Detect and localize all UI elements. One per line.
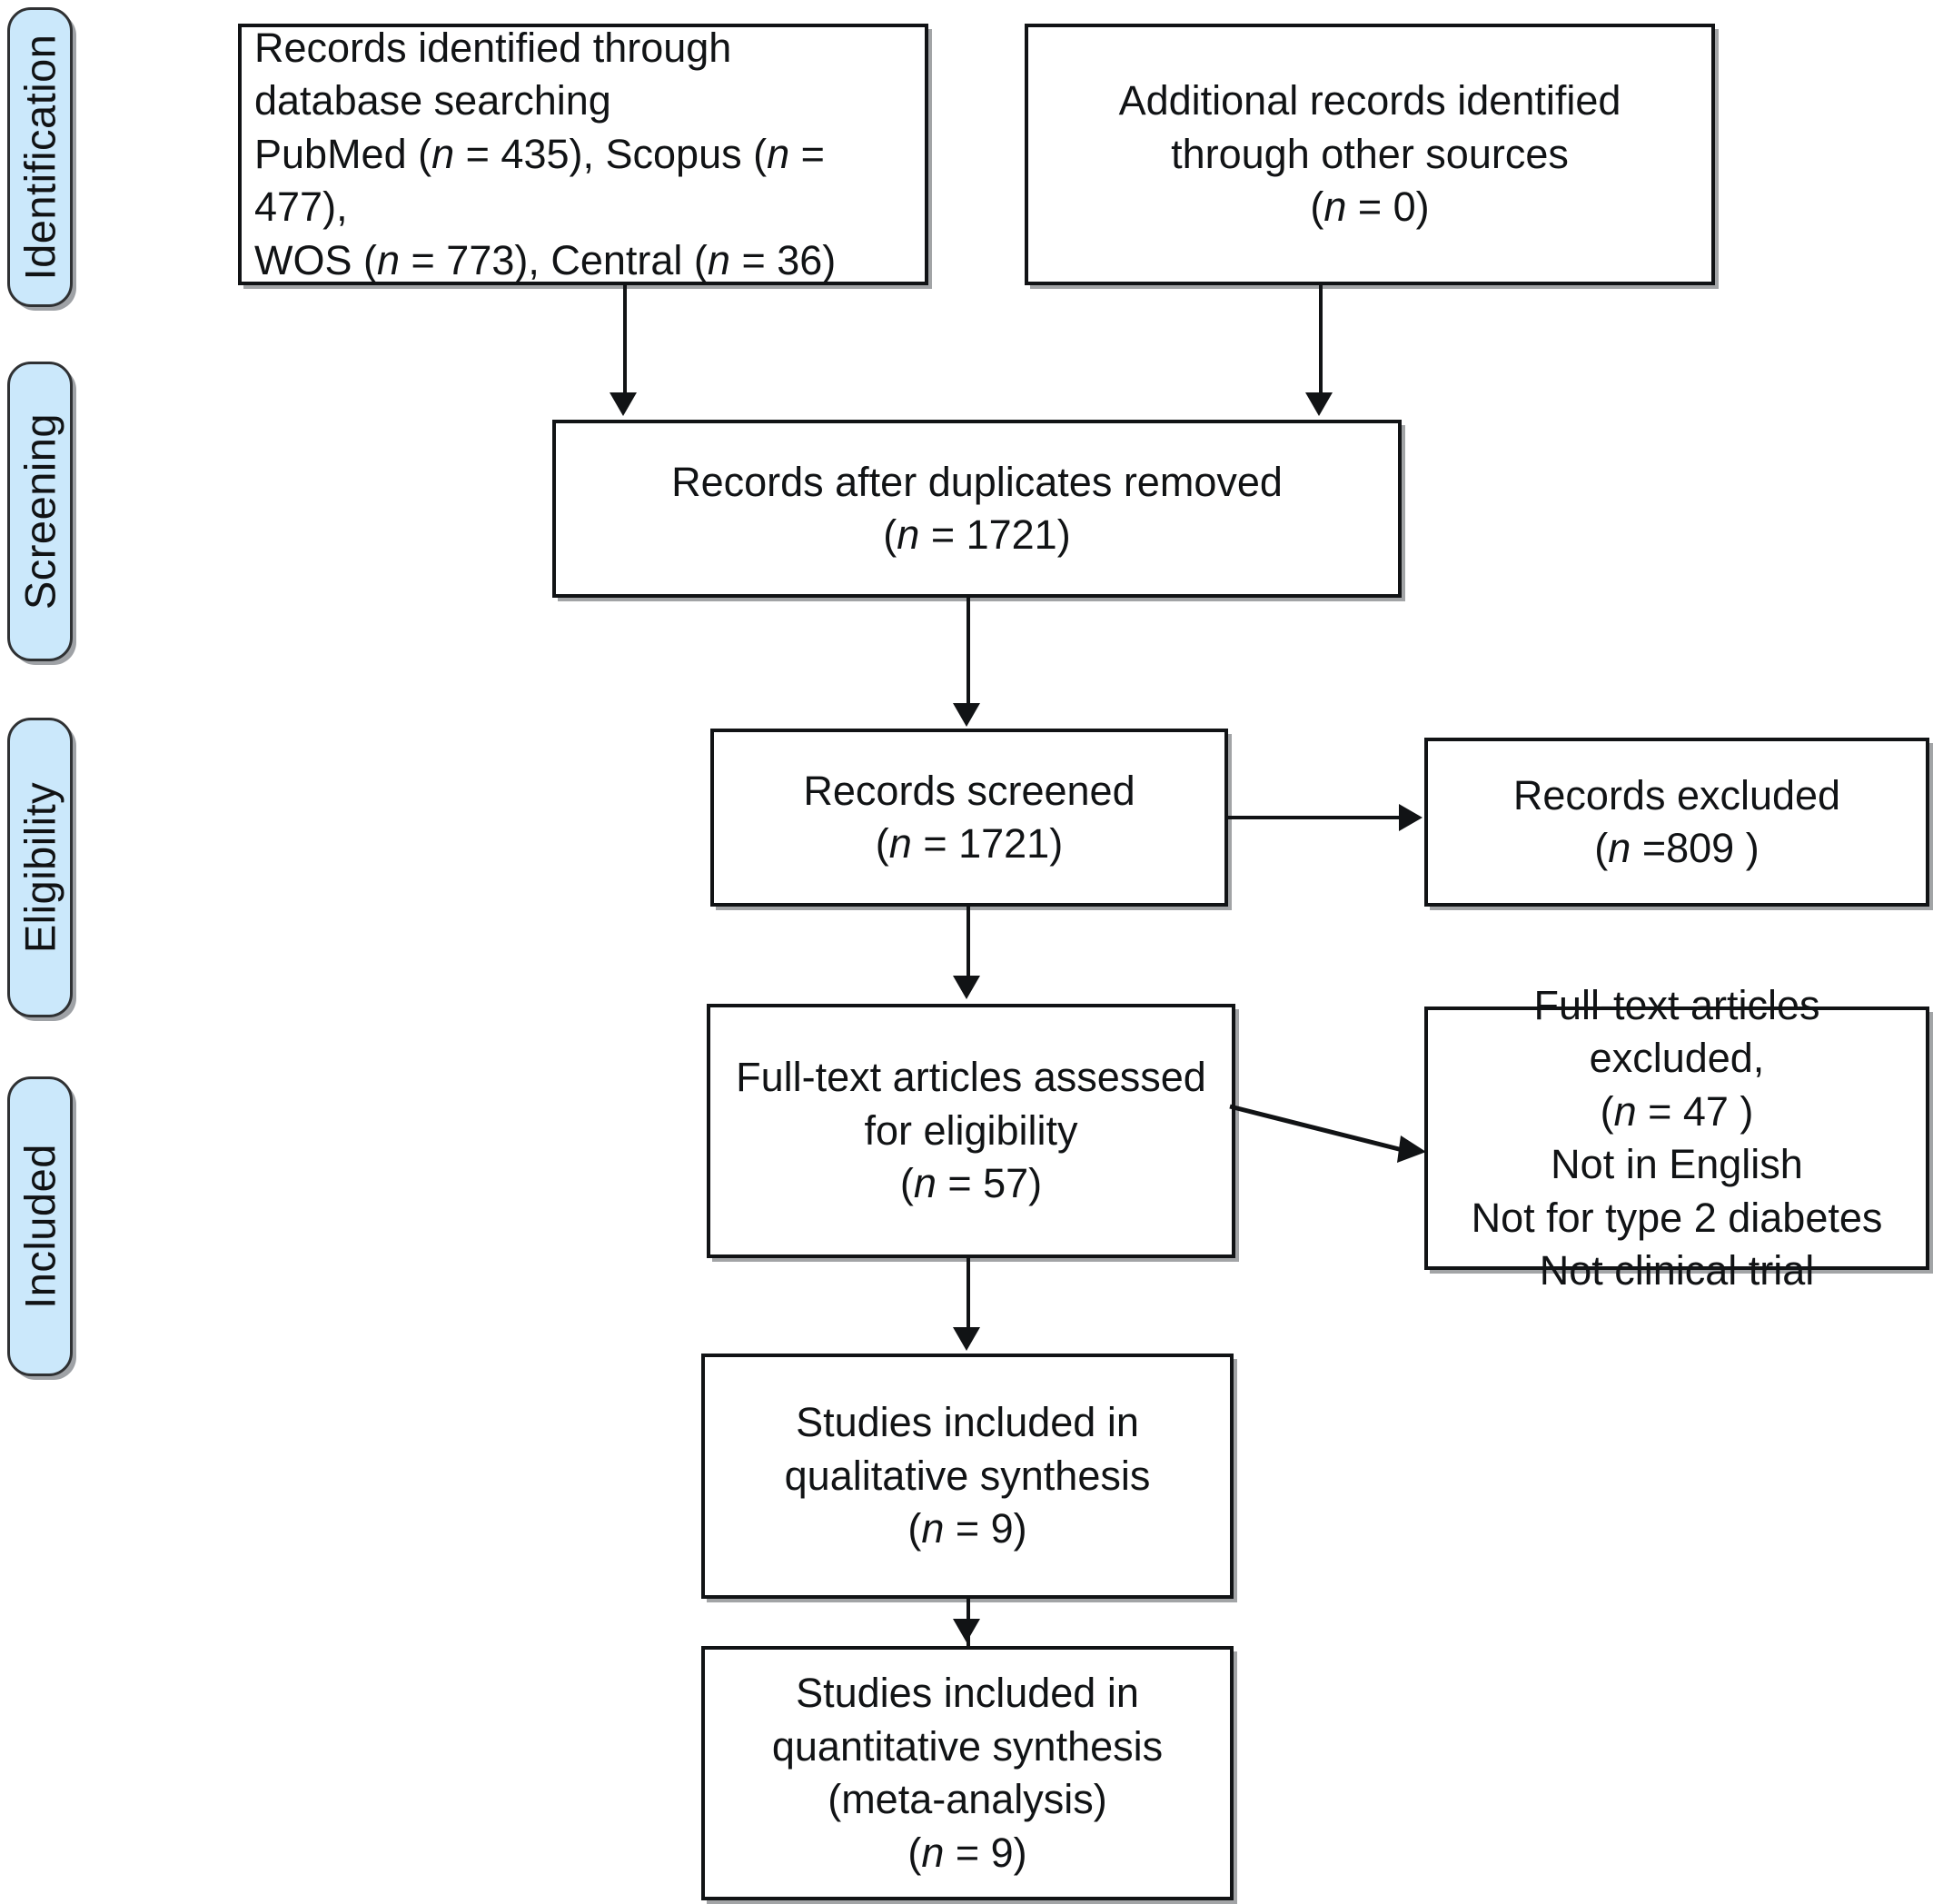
arrowhead-duplicates-to-screened bbox=[953, 703, 980, 727]
phase-bar-screening: Screening bbox=[7, 362, 73, 661]
box-records-excluded-text: Records excluded(n =809 ) bbox=[1512, 771, 1841, 872]
phase-bar-included: Included bbox=[7, 1076, 73, 1376]
box-records-screened-text: Records screened(n = 1721) bbox=[803, 767, 1135, 868]
connector-other-to-duplicates bbox=[1319, 285, 1323, 394]
connector-fulltext-to-qualitative bbox=[966, 1258, 970, 1329]
phase-label-identification: Identification bbox=[15, 34, 64, 281]
phase-bar-eligibility: Eligibility bbox=[7, 718, 73, 1017]
arrowhead-qualitative-to-quantitative bbox=[953, 1619, 980, 1642]
connector-screened-to-fulltext bbox=[966, 907, 970, 977]
arrowhead-screened-to-fulltext bbox=[953, 976, 980, 999]
box-records-excluded: Records excluded(n =809 ) bbox=[1424, 738, 1929, 907]
phase-label-eligibility: Eligibility bbox=[15, 781, 64, 954]
connector-fulltext-to-excluded bbox=[1229, 1104, 1426, 1163]
connector-database-to-duplicates bbox=[623, 285, 627, 394]
box-duplicates-removed: Records after duplicates removed(n = 172… bbox=[552, 420, 1402, 598]
phase-bar-identification: Identification bbox=[7, 7, 73, 307]
box-duplicates-removed-text: Records after duplicates removed(n = 172… bbox=[671, 458, 1283, 559]
connector-screened-to-excluded bbox=[1228, 816, 1401, 819]
phase-label-included: Included bbox=[15, 1144, 64, 1309]
box-fulltext-excluded-text: Full-text articles excluded,(n = 47 )Not… bbox=[1471, 981, 1883, 1294]
arrowhead-fulltext-to-qualitative bbox=[953, 1327, 980, 1351]
phase-label-screening: Screening bbox=[15, 412, 64, 610]
arrowhead-other-to-duplicates bbox=[1305, 392, 1333, 416]
arrowhead-screened-to-excluded bbox=[1399, 804, 1422, 831]
connector-duplicates-to-screened bbox=[966, 598, 970, 705]
arrowhead-database-to-duplicates bbox=[610, 392, 637, 416]
box-fulltext-excluded: Full-text articles excluded,(n = 47 )Not… bbox=[1424, 982, 1929, 1294]
box-records-screened: Records screened(n = 1721) bbox=[710, 729, 1228, 907]
